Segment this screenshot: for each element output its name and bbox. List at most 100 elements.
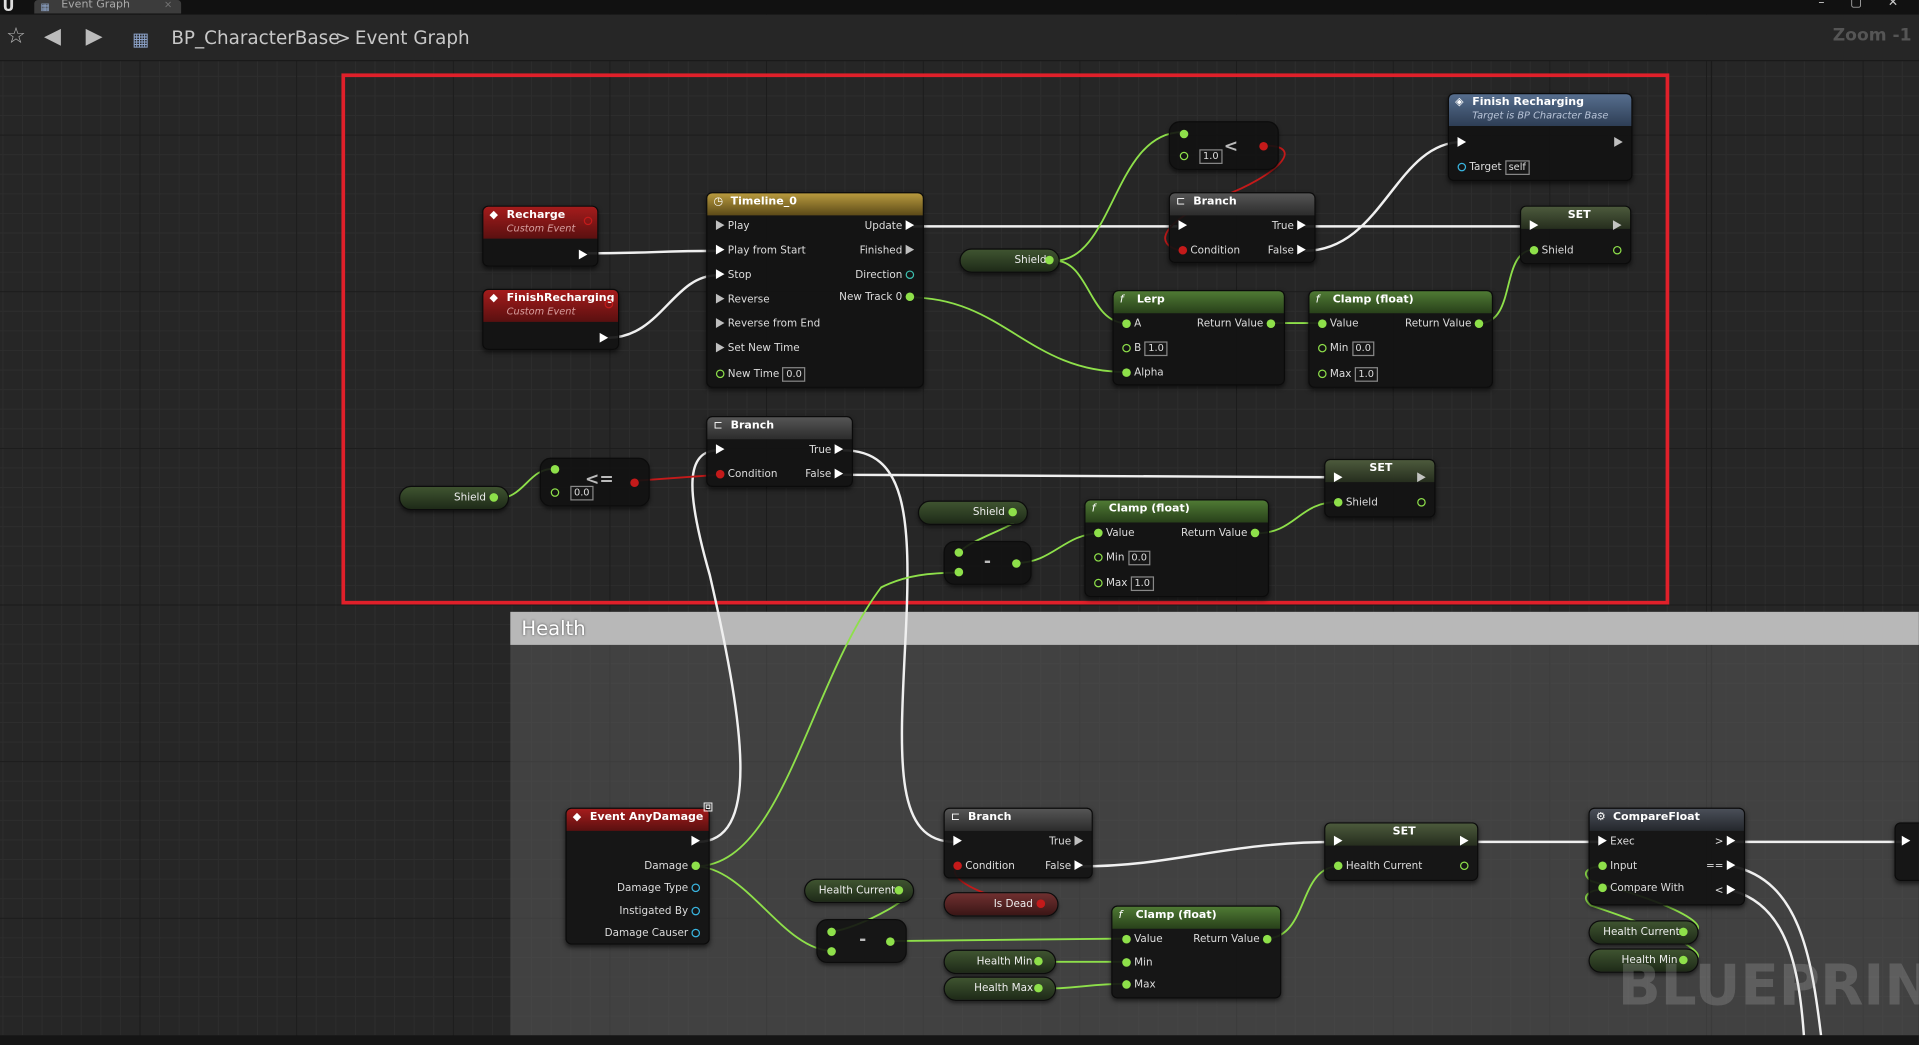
clamp-node-bottom[interactable]: f Clamp (float) Value Min Max Return Val… [1111,905,1282,999]
less-than-node[interactable]: 1.0 < [1168,121,1279,171]
exec-in-pin[interactable] [1457,137,1467,150]
condition-pin[interactable]: Condition [953,860,1015,873]
set-health-current-node[interactable]: SET Health Current [1324,822,1479,882]
set-shield-node-mid[interactable]: SET Shield [1324,458,1436,518]
window-controls[interactable]: – ▢ ✕ [1818,0,1910,10]
recharge-event-node[interactable]: ◆ Recharge Custom Event [482,205,599,267]
result-out-pin[interactable] [886,937,895,946]
lerp-return-pin[interactable]: Return Value [1197,318,1276,331]
branch-node-mid[interactable]: ⊏ Branch Condition True False [706,416,853,488]
subtract-node-bottom[interactable]: - [816,918,907,964]
clamp-value-pin[interactable]: Value [1122,934,1163,947]
exec-out-pin[interactable] [1417,472,1426,485]
target-field[interactable]: self [1504,160,1530,175]
value-pin[interactable] [1034,956,1043,966]
true-pin[interactable]: True [1049,835,1084,849]
max-value-field[interactable]: 1.0 [1130,576,1154,592]
max-value-field[interactable]: 1.0 [1354,367,1378,382]
finish-recharging-call-node[interactable]: ◈ Finish Recharging Target is BP Charact… [1447,93,1633,182]
input-b-pin[interactable] [550,488,560,497]
greater-out-pin[interactable]: > [1715,835,1736,849]
input-a-pin[interactable] [550,465,560,474]
clamp-min-pin[interactable]: Min [1122,957,1153,970]
health-min-getter[interactable]: Health Min [943,949,1057,975]
back-arrow-icon[interactable]: ◀ [44,23,61,49]
input-pin[interactable]: Input [1598,860,1637,873]
exec-in-pin[interactable] [1333,472,1343,485]
bool-out-pin[interactable] [630,478,639,488]
clamp-node-top[interactable]: f Clamp (float) Value Min 0.0 Max 1.0 Re… [1308,290,1494,388]
timeline-set-new-time-pin[interactable]: Set New Time [715,342,800,356]
condition-pin[interactable]: Condition [715,469,777,482]
lerp-alpha-pin[interactable]: Alpha [1122,367,1164,380]
close-tab-icon[interactable]: × [163,0,173,10]
shield-value-pin[interactable]: Shield [1529,245,1574,258]
exec-out-pin[interactable] [1614,137,1623,150]
shield-getter[interactable]: Shield [398,485,510,511]
min-value-field[interactable]: 0.0 [1351,341,1375,357]
exec-in-pin[interactable]: Exec [1598,835,1635,849]
branch-node-bottom[interactable]: ⊏ Branch Condition True False [943,807,1093,879]
less-equal-node[interactable]: 0.0 <= [539,457,650,507]
compare-value-field[interactable]: 1.0 [1199,149,1223,164]
health-max-getter[interactable]: Health Max [943,976,1057,1001]
lerp-a-pin[interactable]: A [1122,318,1141,331]
lerp-b-pin[interactable]: B 1.0 [1122,341,1168,357]
timeline-finished-pin[interactable]: Finished [860,244,915,258]
breadcrumb-blueprint[interactable]: BP_CharacterBase [171,26,340,49]
delegate-pin-icon[interactable] [583,216,593,226]
timeline-stop-pin[interactable]: Stop [715,269,751,282]
timeline-play-from-start-pin[interactable]: Play from Start [715,244,806,258]
favorite-star-icon[interactable]: ☆ [6,23,26,49]
exec-in-pin[interactable] [1529,220,1539,233]
subtract-node-mid[interactable]: - [943,540,1032,585]
value-pin[interactable] [1679,955,1688,965]
timeline-play-pin[interactable]: Play [715,220,750,233]
b-value-field[interactable]: 1.0 [1144,341,1168,357]
input-a-pin[interactable] [827,927,836,937]
lerp-node[interactable]: f Lerp A B 1.0 Alpha Return Value [1112,290,1285,386]
set-shield-node-top[interactable]: SET Shield [1519,205,1632,265]
timeline-new-time-pin[interactable]: New Time 0.0 [715,367,806,382]
exec-in-pin[interactable] [1178,220,1188,233]
input-a-pin[interactable] [1179,129,1189,139]
equal-out-pin[interactable]: == [1706,860,1736,873]
input-b-pin[interactable] [827,947,836,956]
shield-getter[interactable]: Shield [917,500,1028,525]
value-pin[interactable] [489,493,499,502]
timeline-reverse-from-end-pin[interactable]: Reverse from End [715,318,820,331]
exec-in-pin[interactable] [1901,835,1911,849]
shield-out-pin[interactable] [1417,497,1426,510]
timeline-direction-pin[interactable]: Direction [855,269,915,282]
compare-with-pin[interactable]: Compare With [1598,882,1684,895]
clamp-min-pin[interactable]: Min 0.0 [1318,341,1375,357]
delegate-pin-icon[interactable] [604,299,614,309]
breadcrumb-graph[interactable]: Event Graph [354,26,470,49]
value-pin[interactable] [1045,255,1054,265]
clamp-value-pin[interactable]: Value [1094,527,1135,540]
exec-in-pin[interactable] [715,444,725,457]
true-pin[interactable]: True [1272,220,1306,233]
timeline-node[interactable]: ◷ Timeline_0 Play Play from Start Stop R… [706,192,924,388]
false-pin[interactable]: False [805,468,844,482]
event-any-damage-node[interactable]: ◆ Event AnyDamage ⧈ Damage Damage Type I… [565,797,713,945]
input-a-pin[interactable] [954,548,964,557]
condition-pin[interactable]: Condition [1178,245,1240,258]
offscreen-node[interactable] [1894,822,1919,882]
branch-node-top[interactable]: ⊏ Branch Condition True False [1168,192,1316,264]
exec-in-pin[interactable] [1333,835,1343,849]
input-b-pin[interactable] [1179,151,1189,161]
compare-value-field[interactable]: 0.0 [570,485,594,501]
target-pin[interactable]: Target self [1457,160,1530,175]
value-pin[interactable] [1008,507,1017,517]
bool-out-pin[interactable] [1259,141,1268,151]
input-b-pin[interactable] [954,567,964,577]
health-min-getter[interactable]: Health Min [1588,948,1699,973]
clamp-return-pin[interactable]: Return Value [1193,934,1272,947]
clamp-return-pin[interactable]: Return Value [1181,527,1260,540]
exec-out-pin[interactable] [691,835,701,849]
health-current-out-pin[interactable] [1459,860,1469,873]
is-dead-getter[interactable]: Is Dead [943,892,1059,917]
false-pin[interactable]: False [1045,860,1084,873]
min-value-field[interactable]: 0.0 [1127,550,1151,566]
